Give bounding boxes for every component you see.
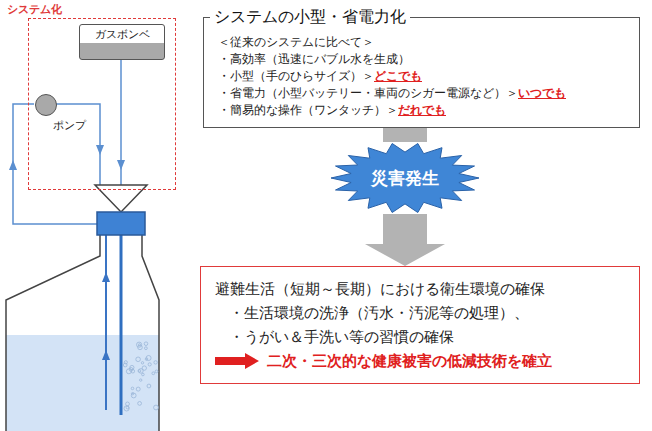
bubble xyxy=(146,356,151,361)
bubble xyxy=(140,379,142,381)
flow-arrow xyxy=(102,350,110,360)
flow-block-arrow xyxy=(365,214,445,266)
part-label: ポンプ xyxy=(52,118,87,133)
flow-arrow xyxy=(102,272,110,282)
water xyxy=(6,335,159,431)
starburst-fill xyxy=(331,144,479,213)
pump-circle: ポンプ xyxy=(35,94,57,116)
bubble xyxy=(123,363,127,367)
conclusion-text: 二次・三次的な健康被害の低減技術を確立 xyxy=(267,349,552,373)
text-line: ・小型（手のひらサイズ）＞どこでも xyxy=(218,68,627,85)
flow-arrow xyxy=(117,160,125,170)
bullet-text: ＜従来のシステムに比べて＞ xyxy=(218,35,374,49)
bubble xyxy=(138,345,143,350)
outlet-tube xyxy=(120,212,123,415)
bottle-cap xyxy=(97,212,145,235)
bottle-outline xyxy=(6,235,159,431)
text-line: ・省電力（小型バッテリー・車両のシガー電源など）＞いつでも xyxy=(218,85,627,102)
bubble xyxy=(139,369,144,374)
bubble xyxy=(126,406,129,409)
bubble xyxy=(154,361,157,364)
flow-block-arrow xyxy=(383,128,427,142)
box-heading: システムの小型・省電力化 xyxy=(210,7,410,28)
bubble xyxy=(138,370,141,373)
bullet-text: ・小型（手のひらサイズ）＞ xyxy=(218,69,374,83)
bullet-text: ・高効率（迅速にバブル水を生成） xyxy=(218,52,410,66)
burst-label: 災害発生 xyxy=(371,167,439,190)
bubble xyxy=(141,362,143,364)
box-heading: 避難生活（短期～長期）における衛生環境の確保 xyxy=(215,280,545,297)
bullet-text: ・簡易的な操作（ワンタッチ）＞ xyxy=(218,103,398,117)
bubble xyxy=(124,406,129,411)
bubble xyxy=(136,387,140,391)
highlight-text: だれでも xyxy=(398,103,446,117)
feature-box: システムの小型・省電力化＜従来のシステムに比べて＞・高効率（迅速にバブル水を生成… xyxy=(203,17,640,128)
bubble xyxy=(131,387,134,390)
bullet-text: ・生活環境の洗浄（汚水・汚泥等の処理）、 xyxy=(229,304,529,321)
result-box: 避難生活（短期～長期）における衛生環境の確保・生活環境の洗浄（汚水・汚泥等の処理… xyxy=(200,266,640,384)
bubble xyxy=(131,393,136,398)
system-region: システム化ガスボンベポンプ xyxy=(28,18,176,190)
bubble xyxy=(136,357,141,362)
bubble xyxy=(148,363,151,366)
text-line: ・簡易的な操作（ワンタッチ）＞だれでも xyxy=(218,102,627,119)
disaster-burst: 災害発生 xyxy=(330,142,480,214)
intake-tube xyxy=(105,235,107,410)
region-label: システム化 xyxy=(7,2,62,17)
bubble xyxy=(147,384,151,388)
highlight-text: どこでも xyxy=(374,69,422,83)
flow-arrow xyxy=(9,160,17,170)
text-line: ・高効率（迅速にバブル水を生成） xyxy=(218,51,627,68)
bubble xyxy=(152,372,155,375)
bullet-text: ・省電力（小型バッテリー・車両のシガー電源など）＞ xyxy=(218,86,518,100)
text-line: ＜従来のシステムに比べて＞ xyxy=(218,34,627,51)
bubbles xyxy=(123,342,158,411)
flow-arrow xyxy=(96,145,104,155)
red-arrow xyxy=(215,353,259,369)
red-arrow-symbol xyxy=(215,353,259,369)
bubble xyxy=(154,405,159,410)
bubble xyxy=(142,373,145,376)
text-line: 避難生活（短期～長期）における衛生環境の確保 xyxy=(215,277,627,301)
part-label: ガスボンベ xyxy=(80,25,164,42)
text-line: ・うがい＆手洗い等の習慣の確保 xyxy=(215,325,627,349)
bubble xyxy=(138,402,142,406)
gas-cylinder: ガスボンベ xyxy=(79,24,165,60)
bullet-text: ・うがい＆手洗い等の習慣の確保 xyxy=(229,328,454,345)
bubble xyxy=(155,370,158,373)
bubble xyxy=(130,365,134,369)
bubble xyxy=(144,342,148,346)
highlight-text: いつでも xyxy=(518,86,566,100)
bubble xyxy=(137,342,142,347)
bubble xyxy=(145,347,148,350)
text-line: 二次・三次的な健康被害の低減技術を確立 xyxy=(215,349,627,373)
text-line: ・生活環境の洗浄（汚水・汚泥等の処理）、 xyxy=(215,301,627,325)
pump-loop-line xyxy=(13,104,100,224)
bubble xyxy=(126,402,130,406)
